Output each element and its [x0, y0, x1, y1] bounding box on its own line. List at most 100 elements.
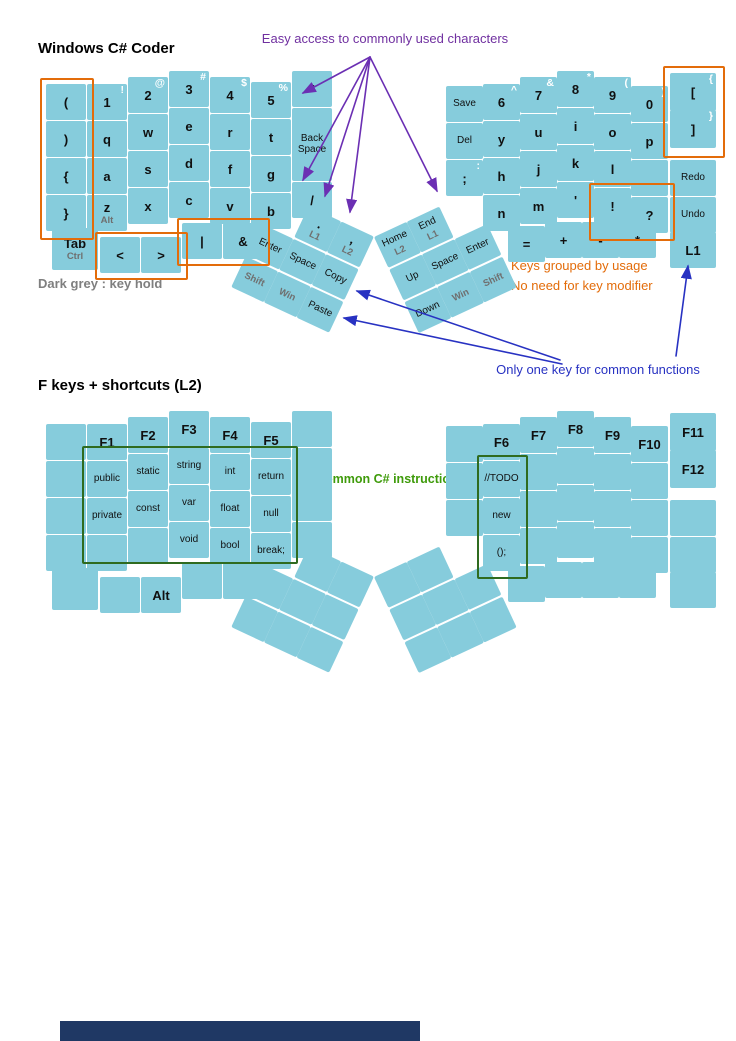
key-s: s	[128, 151, 168, 187]
key-label: |	[200, 233, 204, 249]
key-shift-symbol: &	[546, 77, 554, 89]
key-4: $4	[210, 77, 250, 113]
key-save: Save	[446, 86, 483, 122]
key-w: w	[128, 114, 168, 150]
key-label: t	[268, 129, 274, 145]
key-label: h	[497, 168, 506, 184]
key-label: u	[534, 124, 543, 140]
key-label: e	[185, 118, 193, 134]
key-label: 4	[226, 87, 234, 103]
key-label: Alt	[152, 587, 170, 603]
key-blank: '	[557, 182, 594, 218]
key-blank	[292, 411, 332, 447]
key-blank: (	[46, 84, 86, 120]
key-label: Down	[413, 298, 442, 320]
key-label: o	[608, 124, 617, 140]
key-blank: }]	[670, 110, 716, 148]
key-shift-symbol: !	[120, 84, 125, 96]
key-label: string	[176, 459, 202, 471]
key-blank	[670, 537, 716, 573]
grouped-by-usage-annotation: Keys grouped by usage No need for key mo…	[511, 256, 653, 296]
key-label: 8	[571, 81, 580, 97]
key-blank: =	[508, 226, 545, 262]
key-return: return	[251, 459, 291, 495]
key-undo: Undo	[670, 197, 716, 233]
key-label: F1	[99, 434, 115, 450]
key-shift-symbol: *	[586, 71, 591, 83]
key-label: void	[179, 533, 199, 545]
grouped-by-usage-line1: Keys grouped by usage	[511, 258, 648, 273]
key-redo: Redo	[670, 160, 716, 196]
key-blank: }	[46, 195, 86, 231]
key-blank	[46, 461, 86, 497]
key-f6: F6	[483, 424, 520, 460]
key-label: p	[645, 133, 654, 149]
key-x: x	[128, 188, 168, 224]
key-label: '	[573, 192, 578, 208]
key-label: c	[185, 192, 193, 208]
footer-bar	[60, 1021, 420, 1041]
key-blank	[46, 424, 86, 460]
key-label: F12	[681, 461, 705, 477]
key-blank: <	[100, 237, 140, 273]
key-label: m	[532, 198, 545, 214]
key-f1: F1	[87, 424, 127, 460]
key-blank: _	[631, 160, 668, 196]
key-t: t	[251, 119, 291, 155]
key-blank	[446, 463, 483, 499]
key-shift-symbol: @	[154, 77, 165, 89]
key-label: F6	[493, 434, 510, 450]
key-label: w	[142, 124, 154, 140]
highlight-csharp-left	[82, 446, 298, 564]
key-label: F3	[181, 421, 197, 437]
key-del: Del	[446, 123, 483, 159]
key-blank	[631, 463, 668, 499]
key-label: F9	[604, 427, 621, 443]
key-label: 5	[267, 92, 275, 108]
key-label: l	[610, 161, 615, 177]
key-label: r	[227, 124, 233, 140]
key-label: F7	[530, 427, 547, 443]
key-h: h	[483, 158, 520, 194]
key-label: a	[103, 168, 111, 184]
key-label: null	[263, 507, 279, 519]
key-int: int	[210, 454, 250, 490]
key-string: string	[169, 448, 209, 484]
key-l: l	[594, 151, 631, 187]
key-blank: :;	[446, 160, 483, 196]
key-blank	[670, 500, 716, 536]
key-label: 3	[185, 81, 193, 97]
key-label: F8	[567, 421, 584, 437]
key-f3: F3	[169, 411, 209, 447]
key-f11: F11	[670, 413, 716, 451]
key-blank: >	[141, 237, 181, 273]
key-label: x	[144, 198, 152, 214]
key-blank	[670, 572, 716, 608]
key-f7: F7	[520, 417, 557, 453]
key-j: j	[520, 151, 557, 187]
key-label: 7	[534, 87, 543, 103]
highlight-square-brackets	[663, 66, 725, 158]
key-float: float	[210, 491, 250, 527]
key-e: e	[169, 108, 209, 144]
key-n: n	[483, 195, 520, 231]
key-label: public	[93, 472, 121, 484]
key-blank	[87, 535, 127, 571]
key-m: m	[520, 188, 557, 224]
key-label: b	[267, 203, 275, 219]
key-f8: F8	[557, 411, 594, 447]
key-blank: !	[594, 188, 631, 224]
key-g: g	[251, 156, 291, 192]
one-key-annotation: Only one key for common functions	[496, 362, 700, 377]
main-layer-title: Windows C# Coder	[38, 40, 175, 57]
key-2: @2	[128, 77, 168, 113]
key-f10: F10	[631, 426, 668, 462]
key-label: i	[573, 118, 578, 134]
key-blank: {	[46, 158, 86, 194]
key-label: Tab	[63, 235, 87, 251]
key-blank	[182, 563, 222, 599]
key-label: z	[103, 199, 111, 215]
key-hold-label: Shift	[242, 270, 266, 290]
key-0: )0	[631, 86, 668, 122]
key-label: y	[497, 131, 506, 147]
